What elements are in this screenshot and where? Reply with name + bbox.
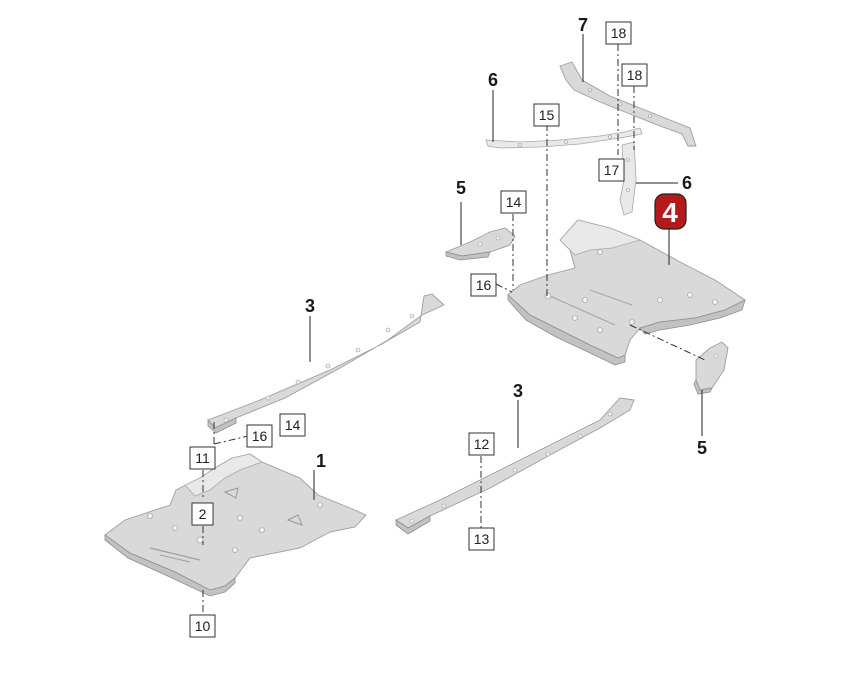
ref-box-14-right[interactable]: 14 (500, 190, 527, 214)
alignment-lines (202, 44, 706, 614)
callout-part-6-left: 6 (488, 70, 498, 90)
leader-lines (309, 34, 703, 500)
part-5-bracket-left[interactable] (444, 227, 516, 261)
callout-numbers: 1 3 3 5 5 6 6 7 (305, 15, 707, 471)
callout-part-7: 7 (578, 15, 588, 35)
part-3-side-rail-left[interactable] (207, 293, 445, 434)
svg-text:15: 15 (539, 107, 555, 123)
ref-box-18-middle[interactable]: 18 (621, 63, 648, 87)
callout-part-4-highlight[interactable]: 4 (654, 193, 687, 230)
ref-box-2[interactable]: 2 (191, 502, 214, 526)
svg-text:18: 18 (627, 67, 643, 83)
ref-box-15[interactable]: 15 (533, 103, 560, 127)
callout-part-6-right: 6 (682, 173, 692, 193)
callout-part-1: 1 (316, 451, 326, 471)
callout-part-4-label: 4 (662, 197, 678, 228)
callout-part-5-right: 5 (697, 438, 707, 458)
svg-text:16: 16 (476, 277, 492, 293)
svg-text:11: 11 (195, 450, 210, 466)
part-4-rear-underbody-panel[interactable] (507, 219, 746, 366)
ref-box-13[interactable]: 13 (468, 527, 495, 551)
ref-box-18-top[interactable]: 18 (605, 21, 632, 45)
ref-box-14-left[interactable]: 14 (279, 413, 306, 437)
part-7-cross-member[interactable] (559, 61, 697, 147)
dash-line-16-right (495, 283, 513, 293)
svg-text:14: 14 (506, 194, 522, 210)
svg-text:2: 2 (199, 506, 207, 522)
ref-box-10[interactable]: 10 (189, 614, 216, 638)
ref-box-12[interactable]: 12 (468, 432, 495, 456)
svg-text:18: 18 (611, 25, 627, 41)
ref-box-11[interactable]: 11 (189, 446, 216, 470)
callout-part-3-upper: 3 (305, 296, 315, 316)
part-6-strip-left[interactable] (485, 127, 643, 149)
callout-part-5-left: 5 (456, 178, 466, 198)
ref-box-17[interactable]: 17 (598, 158, 625, 182)
svg-text:16: 16 (252, 428, 268, 444)
dash-line-16-left (213, 435, 249, 445)
svg-text:12: 12 (474, 436, 490, 452)
svg-text:17: 17 (604, 162, 620, 178)
part-1-front-underbody-panel[interactable] (104, 453, 367, 597)
ref-box-16-left[interactable]: 16 (246, 424, 273, 448)
svg-text:13: 13 (474, 531, 490, 547)
svg-text:10: 10 (195, 618, 211, 634)
reference-boxes: 2 10 11 16 14 12 13 14 (189, 21, 648, 638)
callout-part-3-lower: 3 (513, 381, 523, 401)
part-3-side-rail-right[interactable] (395, 397, 635, 535)
part-5-bracket-right[interactable] (693, 341, 729, 395)
ref-box-16-right[interactable]: 16 (470, 273, 497, 297)
svg-text:14: 14 (285, 417, 301, 433)
dash-line-5-right (629, 324, 706, 361)
